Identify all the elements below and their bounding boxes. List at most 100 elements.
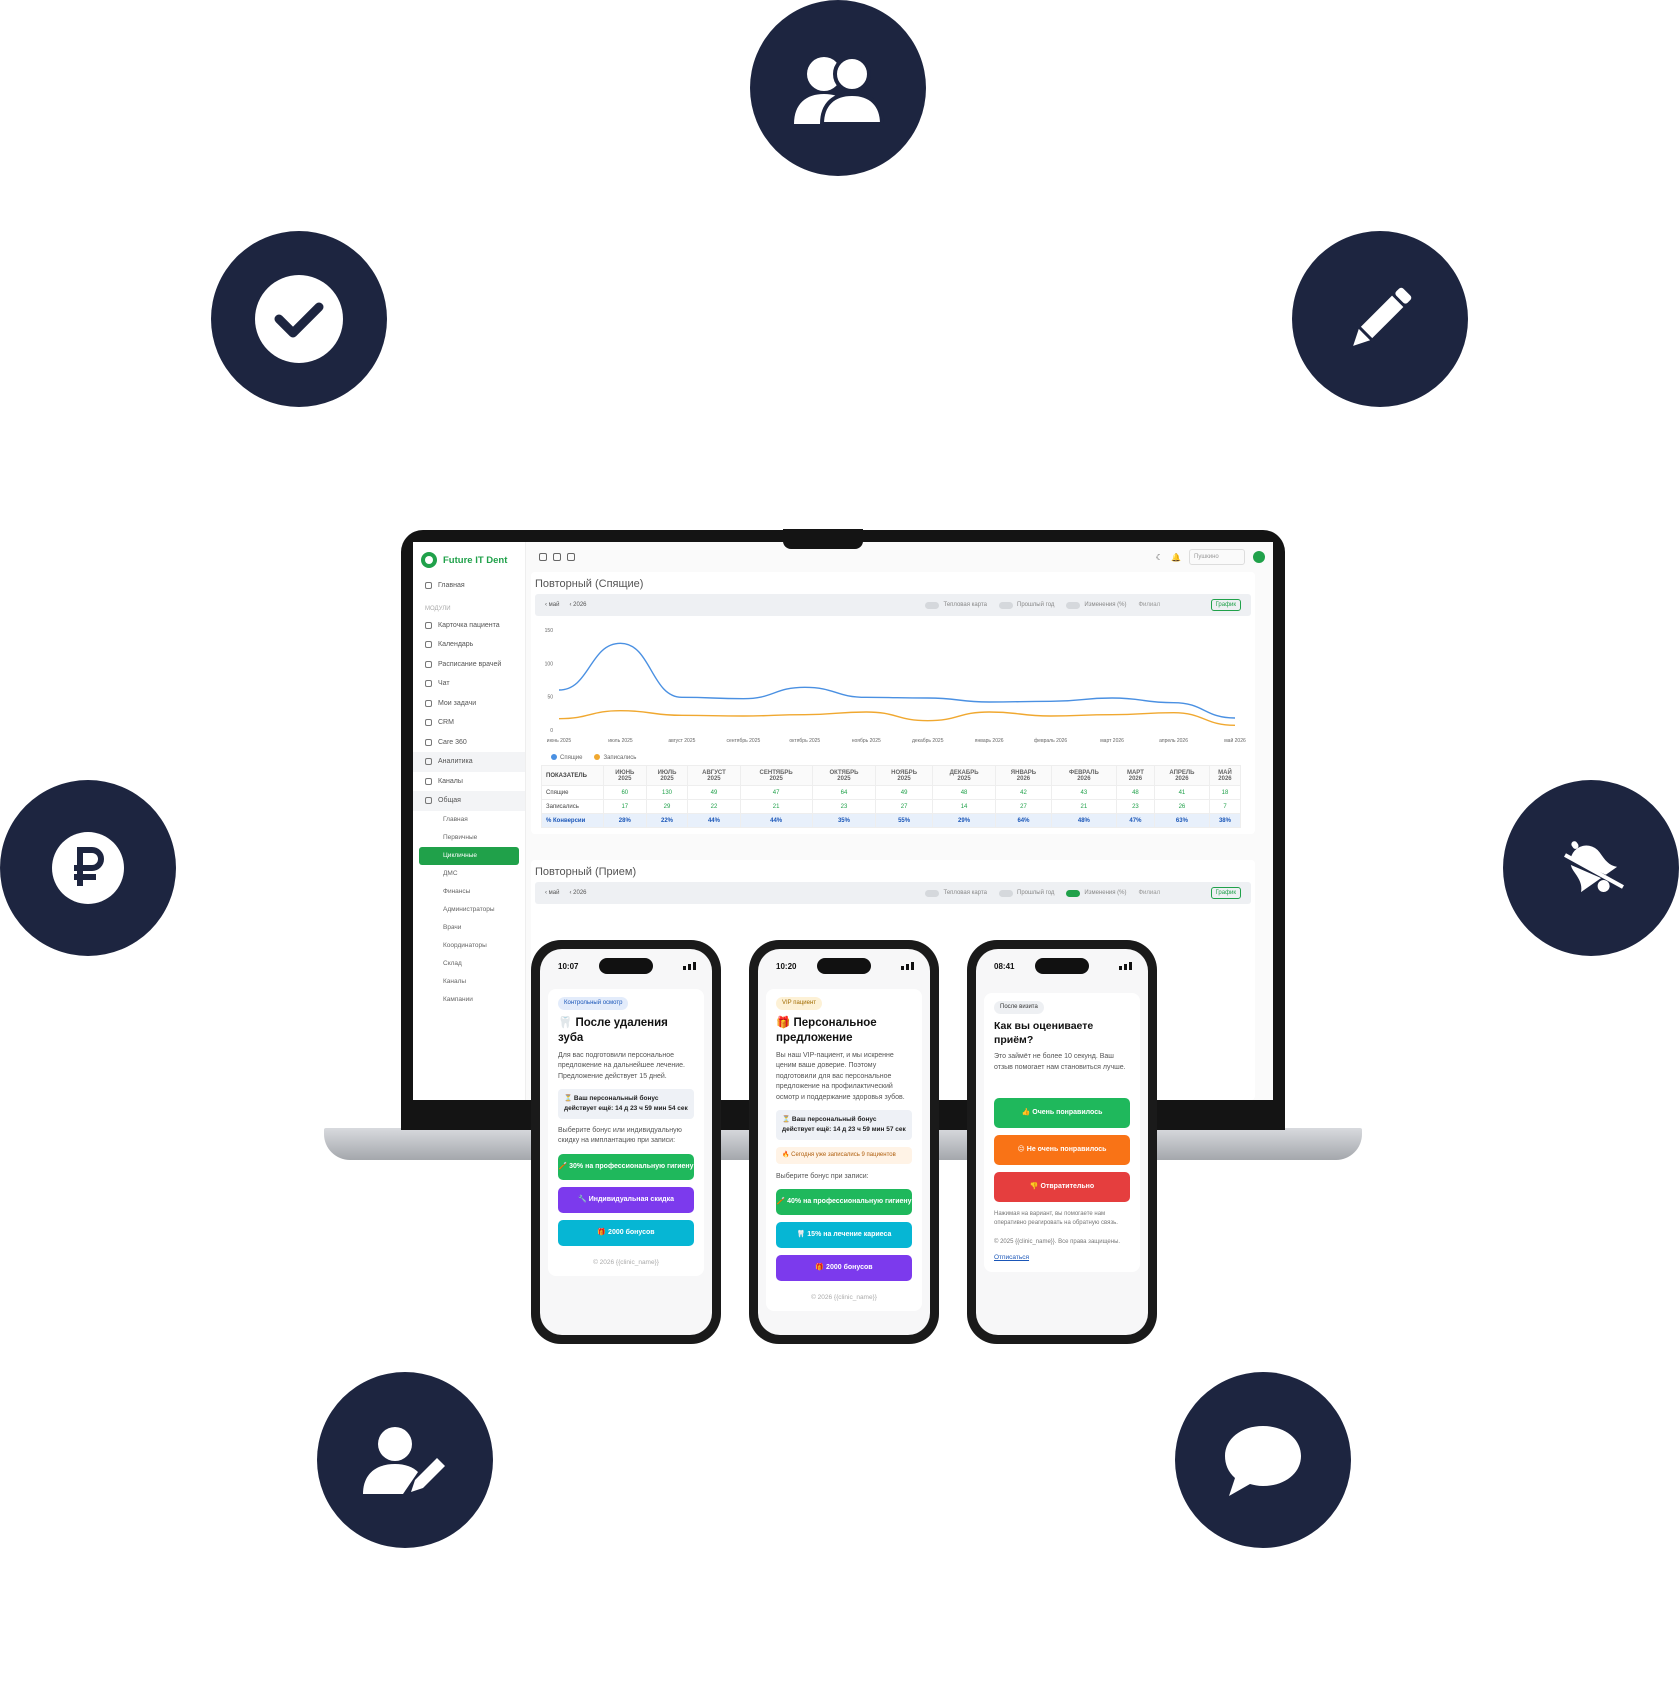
table-cell: 29% — [931, 813, 997, 828]
rating-button-neutral[interactable]: 😐 Не очень понравилось — [994, 1135, 1130, 1166]
main-content: ☾ 🔔 Пушкино Повторный (Спящие) ‹ май‹ 20… — [531, 542, 1273, 1100]
bonus-button[interactable]: 🦷 15% на лечение кариеса — [776, 1222, 912, 1249]
message-prompt: Выберите бонус или индивидуальную скидку… — [558, 1126, 682, 1145]
table-cell: 48% — [1050, 813, 1117, 828]
message-body: Это займёт не более 10 секунд. Ваш отзыв… — [994, 1053, 1126, 1071]
sidebar-item-general[interactable]: Общая — [413, 791, 525, 811]
sidebar-item-crm[interactable]: CRM — [413, 713, 525, 733]
table-cell: 35% — [811, 813, 877, 828]
sidebar-subitem[interactable]: Цикличные — [419, 846, 519, 865]
sidebar-subitem[interactable]: Координаторы — [443, 942, 487, 949]
message-title: 🎁 Персональное предложение — [776, 1017, 877, 1044]
sidebar-subitem[interactable]: Каналы — [443, 978, 467, 985]
rating-button-bad[interactable]: 👎 Отвратительно — [994, 1172, 1130, 1203]
user-edit-icon — [317, 1372, 493, 1548]
table-cell: 47% — [1115, 813, 1155, 828]
graph-button[interactable]: График — [1210, 887, 1241, 899]
graph-button[interactable]: График — [1210, 599, 1241, 611]
rating-button-good[interactable]: 👍 Очень понравилось — [994, 1098, 1130, 1129]
message-badge: После визита — [994, 1001, 1044, 1014]
table-cell: 63% — [1153, 813, 1210, 828]
bonus-button[interactable]: 🎁 2000 бонусов — [776, 1255, 912, 1282]
sidebar-item-channels[interactable]: Каналы — [413, 772, 525, 792]
sidebar-item-tasks[interactable]: Мои задачи — [413, 694, 525, 714]
message-card: VIP пациент 🎁 Персональное предложение В… — [766, 989, 922, 1312]
bonus-button[interactable]: 🎁 2000 бонусов — [558, 1219, 694, 1246]
year-nav[interactable]: ‹ 2026 — [569, 890, 587, 896]
rating-note: Нажимая на вариант, вы помогаете нам опе… — [994, 1211, 1118, 1227]
status-bar: 08:41 — [976, 949, 1148, 981]
sidebar-subitem[interactable]: Кампании — [443, 996, 473, 1003]
topbar: ☾ 🔔 Пушкино — [531, 542, 1273, 572]
x-tick-label: июнь 2025 — [547, 738, 572, 744]
table-cell: 23 — [811, 799, 877, 814]
table-cell: 64% — [995, 813, 1052, 828]
toggle-changes[interactable]: Изменения (%) — [1066, 889, 1127, 897]
table-cell: 21 — [739, 799, 813, 814]
branch-filter[interactable]: Филиал — [1138, 890, 1161, 896]
table-cell: 44% — [687, 813, 741, 828]
sidebar-item-calendar[interactable]: Календарь — [413, 635, 525, 655]
month-nav[interactable]: ‹ май — [545, 890, 560, 896]
branch-filter[interactable]: Филиал — [1138, 602, 1161, 608]
x-tick-label: май 2026 — [1224, 737, 1246, 744]
toggle-last-year[interactable]: Прошлый год — [999, 889, 1054, 897]
sidebar-item-home[interactable]: Главная — [413, 576, 525, 596]
sidebar-item-analytics[interactable]: Аналитика — [413, 752, 525, 772]
checkbox-icon[interactable] — [567, 553, 575, 561]
sidebar-subitem[interactable]: Финансы — [443, 888, 471, 895]
table-cell: 64 — [811, 785, 877, 800]
calendar-icon — [425, 660, 432, 668]
table-cell: 22% — [645, 813, 689, 828]
table-cell: 22 — [687, 799, 741, 814]
bell-icon[interactable]: 🔔 — [1171, 552, 1181, 562]
sidebar-subitem[interactable]: Первичные — [443, 834, 478, 841]
sidebar-subitem[interactable]: Главная — [443, 816, 468, 823]
sidebar-section-label: Модули — [425, 605, 451, 612]
unsubscribe-link[interactable]: Отписаться — [994, 1254, 1030, 1262]
row-label: Записались — [541, 799, 604, 814]
toggle-changes[interactable]: Изменения (%) — [1066, 601, 1127, 609]
calendar-icon[interactable] — [539, 553, 547, 561]
message-body: Вы наш VIP-пациент, и мы искренне ценим … — [776, 1051, 905, 1101]
bonus-button[interactable]: 🪥 40% на профессиональную гигиену — [776, 1189, 912, 1216]
sidebar-item-patient-card[interactable]: Карточка пациента — [413, 616, 525, 636]
toggle-heatmap[interactable]: Тепловая карта — [925, 601, 987, 609]
table-cell: 14 — [931, 799, 997, 814]
sidebar-item-chat[interactable]: Чат — [413, 674, 525, 694]
y-tick-label: 0 — [550, 728, 553, 734]
month-nav[interactable]: ‹ май — [545, 602, 560, 608]
message-title: Как вы оцениваете приём? — [994, 1020, 1094, 1046]
message-badge: VIP пациент — [776, 997, 823, 1010]
sidebar-item-schedule[interactable]: Расписание врачей — [413, 655, 525, 675]
sidebar-subitem[interactable]: ДМС — [443, 870, 458, 877]
x-tick-label: ноябрь 2025 — [852, 738, 881, 744]
message-footer: © 2026 {{clinic_name}} — [811, 1294, 877, 1302]
table-cell: 43 — [1050, 785, 1117, 800]
avatar[interactable] — [1253, 551, 1265, 563]
message-footer: © 2026 {{clinic_name}} — [593, 1258, 659, 1266]
sidebar-subitem[interactable]: Склад — [443, 960, 462, 967]
sidebar-subitem[interactable]: Администраторы — [443, 906, 495, 913]
year-nav[interactable]: ‹ 2026 — [569, 602, 587, 608]
panel-toolbar: ‹ май ‹ 2026 Тепловая карта Прошлый год И… — [535, 882, 1251, 904]
bonus-button[interactable]: 🔧 Индивидуальная скидка — [558, 1186, 694, 1213]
branch-select[interactable]: Пушкино — [1189, 549, 1245, 565]
table-cell: 38% — [1208, 813, 1242, 828]
toggle-heatmap[interactable]: Тепловая карта — [925, 889, 987, 897]
sidebar-item-care360[interactable]: Care 360 — [413, 733, 525, 753]
table-header: ПОКАЗАТЕЛЬ — [541, 765, 604, 786]
toggle-last-year[interactable]: Прошлый год — [999, 601, 1054, 609]
sidebar-subitem[interactable]: Врачи — [443, 924, 462, 931]
bonus-button[interactable]: 🪥 30% на профессиональную гигиену — [558, 1153, 694, 1180]
sun-icon — [425, 738, 432, 746]
moon-icon[interactable]: ☾ — [1155, 552, 1164, 562]
logo[interactable]: Future IT Dent — [413, 542, 525, 576]
chat-icon[interactable] — [553, 553, 561, 561]
